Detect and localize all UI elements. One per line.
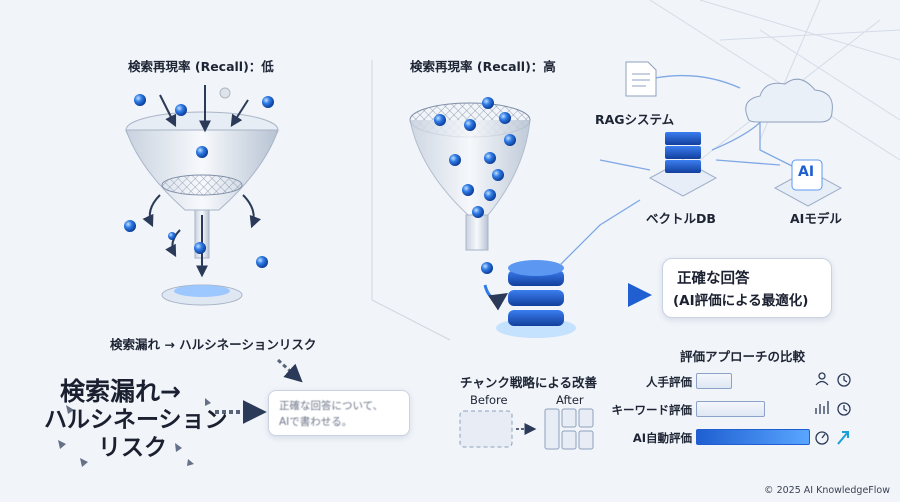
row-label-keyword: キーワード評価 <box>611 403 693 417</box>
right-title: 検索再現率 (Recall)：高 <box>410 59 556 74</box>
left-flow-label: 検索漏れ → ハルシネーションリスク <box>110 337 317 352</box>
row-label-human: 人手評価 <box>646 375 692 389</box>
bar-ai <box>696 429 810 445</box>
right-balls <box>434 97 516 274</box>
server-icon <box>496 260 576 338</box>
growth-chart-icon <box>815 401 829 414</box>
left-funnel <box>125 111 279 306</box>
copyright: © 2025 AI KnowledgeFlow <box>764 485 890 496</box>
vectordb-label: ベクトルDB <box>646 211 716 226</box>
clock-icon <box>837 402 851 416</box>
row-label-ai: AI自動評価 <box>632 431 692 445</box>
gauge-icon <box>815 431 829 445</box>
person-icon <box>815 372 829 386</box>
bar-keyword <box>696 401 765 417</box>
rag-label: RAGシステム <box>595 112 675 127</box>
cloud-icon <box>745 78 833 123</box>
ai-badge: AI <box>798 164 815 180</box>
up-arrow-icon <box>837 431 849 445</box>
big-text-line2: ハルシネーション <box>44 407 228 433</box>
network-lines <box>649 0 900 161</box>
chunk-after-label: After <box>556 393 584 407</box>
comparison-title: 評価アプローチの比較 <box>680 349 806 364</box>
card-text-line2: AIで書わせる。 <box>279 416 353 428</box>
big-text-line3: リスク <box>98 435 167 461</box>
chunk-after-grid <box>544 408 594 450</box>
left-title: 検索再現率 (Recall)：低 <box>128 59 274 74</box>
clock-icon <box>837 373 851 387</box>
answer-line1: 正確な回答 <box>677 271 750 287</box>
card-text-line1: 正確な回答について、 <box>279 400 384 412</box>
bar-human <box>696 373 732 389</box>
answer-line2: (AI評価による最適化) <box>673 293 809 309</box>
ai-model-label: AIモデル <box>790 211 842 226</box>
document-icon <box>625 61 657 97</box>
blurred-answer-card: 正確な回答について、 AIで書わせる。 <box>268 390 410 436</box>
vectordb-icon <box>648 132 718 197</box>
ai-chip-icon <box>773 159 843 207</box>
chunk-before-box <box>459 410 513 448</box>
chunk-title: チャンク戦略による改善 <box>460 375 598 390</box>
big-text-line1: 検索漏れ→ <box>60 377 181 406</box>
answer-card: 正確な回答 (AI評価による最適化) <box>662 258 832 318</box>
chunk-before-label: Before <box>470 393 508 407</box>
shards <box>58 398 211 467</box>
left-balls <box>124 87 274 268</box>
